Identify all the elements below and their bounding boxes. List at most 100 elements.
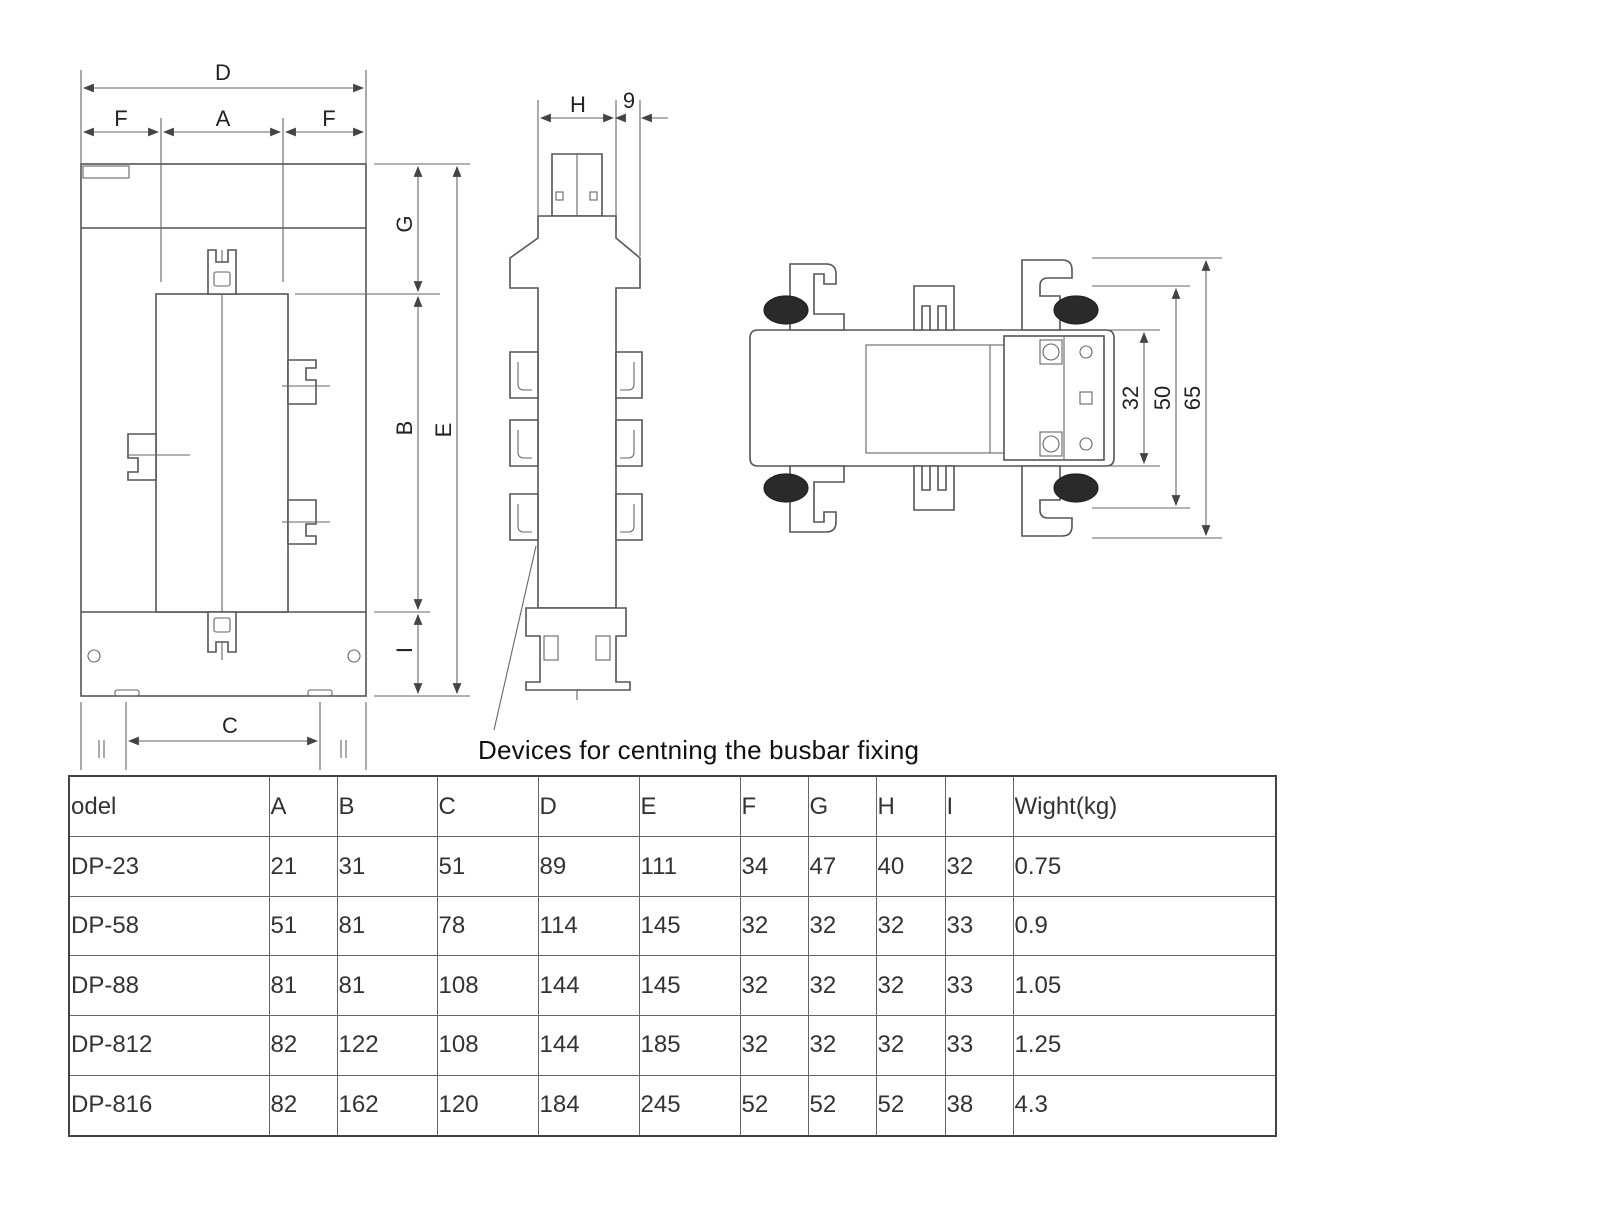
- table-cell: 81: [336, 955, 438, 1017]
- table-cell: DP-58: [68, 895, 270, 957]
- dim-label-G: G: [392, 215, 417, 232]
- table-cell: 32: [807, 955, 877, 1017]
- table-header-cell: C: [436, 775, 539, 838]
- table-cell: 145: [638, 895, 741, 957]
- top-left-upper-bracket: [763, 263, 845, 331]
- table-cell: 0.9: [1012, 895, 1277, 957]
- table-cell: 32: [944, 836, 1014, 897]
- table-cell: 32: [875, 1015, 946, 1076]
- top-view: 32 50 65: [749, 257, 1222, 539]
- table-cell: 34: [739, 836, 809, 897]
- table-cell: 4.3: [1012, 1074, 1277, 1137]
- right-clamp-lower: [282, 499, 330, 545]
- table-cell: 32: [739, 1015, 809, 1076]
- table-cell: 144: [537, 1015, 640, 1076]
- table-header-cell: A: [268, 775, 338, 838]
- dim-label-B: B: [392, 421, 417, 436]
- table-cell: 145: [638, 955, 741, 1017]
- left-clamp: [127, 433, 190, 481]
- top-right-lower-bracket: [1021, 465, 1099, 537]
- table-cell: 32: [739, 955, 809, 1017]
- bottom-clamp: [207, 611, 237, 653]
- table-cell: 144: [537, 955, 640, 1017]
- table-cell: 31: [336, 836, 438, 897]
- dim-label-H: H: [570, 92, 586, 117]
- table-cell: 108: [436, 1015, 539, 1076]
- side-view: H 9: [493, 88, 668, 731]
- table-cell: 82: [268, 1015, 338, 1076]
- table-cell: 33: [944, 1015, 1014, 1076]
- table-cell: 184: [537, 1074, 640, 1137]
- table-header-cell: odel: [68, 775, 270, 838]
- table-cell: 32: [807, 1015, 877, 1076]
- top-middle-bracket-upper: [913, 285, 955, 331]
- table-cell: 52: [807, 1074, 877, 1137]
- table-header-cell: I: [944, 775, 1014, 838]
- dim-label-D: D: [215, 60, 231, 85]
- table-cell: 52: [739, 1074, 809, 1137]
- busbar-caption: Devices for centning the busbar fixing: [478, 735, 920, 765]
- dim-label-F-left: F: [114, 106, 127, 131]
- table-cell: 32: [875, 895, 946, 957]
- table-header-cell: B: [336, 775, 438, 838]
- dim-label-32: 32: [1118, 386, 1143, 410]
- table-cell: 32: [875, 955, 946, 1017]
- side-right-clamps: [615, 351, 643, 541]
- table-header-cell: D: [537, 775, 640, 838]
- table-cell: 51: [268, 895, 338, 957]
- table-header-cell: H: [875, 775, 946, 838]
- right-clamp-upper: [282, 359, 330, 405]
- table-cell: 33: [944, 955, 1014, 1017]
- front-view: D F A F G B I E C: [80, 60, 470, 770]
- dim-label-F-right: F: [322, 106, 335, 131]
- dim-label-65: 65: [1180, 386, 1205, 410]
- table-cell: 185: [638, 1015, 741, 1076]
- table-cell: 89: [537, 836, 640, 897]
- table-cell: 81: [336, 895, 438, 957]
- rubber-ring: [763, 295, 809, 325]
- table-cell: 0.75: [1012, 836, 1277, 897]
- top-middle-bracket-lower: [913, 465, 955, 511]
- table-cell: 21: [268, 836, 338, 897]
- table-cell: 32: [807, 895, 877, 957]
- rubber-ring: [1053, 295, 1099, 325]
- rubber-ring: [763, 473, 809, 503]
- table-cell: 38: [944, 1074, 1014, 1137]
- table-cell: 78: [436, 895, 539, 957]
- dim-label-E: E: [431, 423, 456, 438]
- dim-label-9: 9: [623, 88, 635, 113]
- table-cell: 111: [638, 836, 741, 897]
- top-left-lower-bracket: [763, 465, 845, 533]
- dim-label-C: C: [222, 713, 238, 738]
- table-header-cell: Wight(kg): [1012, 775, 1277, 838]
- table-cell: 82: [268, 1074, 338, 1137]
- table-cell: 245: [638, 1074, 741, 1137]
- top-clamp: [207, 249, 237, 295]
- dim-label-I: I: [392, 647, 417, 653]
- table-cell: 40: [875, 836, 946, 897]
- table-cell: 122: [336, 1015, 438, 1076]
- table-cell: 1.05: [1012, 955, 1277, 1017]
- table-cell: 81: [268, 955, 338, 1017]
- table-cell: DP-812: [68, 1015, 270, 1076]
- table-cell: 114: [537, 895, 640, 957]
- dim-label-50: 50: [1150, 386, 1175, 410]
- table-cell: 108: [436, 955, 539, 1017]
- table-cell: 1.25: [1012, 1015, 1277, 1076]
- table-cell: 47: [807, 836, 877, 897]
- table-cell: DP-88: [68, 955, 270, 1017]
- table-header-cell: E: [638, 775, 741, 838]
- table-cell: 32: [739, 895, 809, 957]
- table-cell: DP-816: [68, 1074, 270, 1137]
- table-cell: 162: [336, 1074, 438, 1137]
- dim-label-A: A: [216, 106, 231, 131]
- table-cell: 51: [436, 836, 539, 897]
- table-cell: 120: [436, 1074, 539, 1137]
- table-cell: 52: [875, 1074, 946, 1137]
